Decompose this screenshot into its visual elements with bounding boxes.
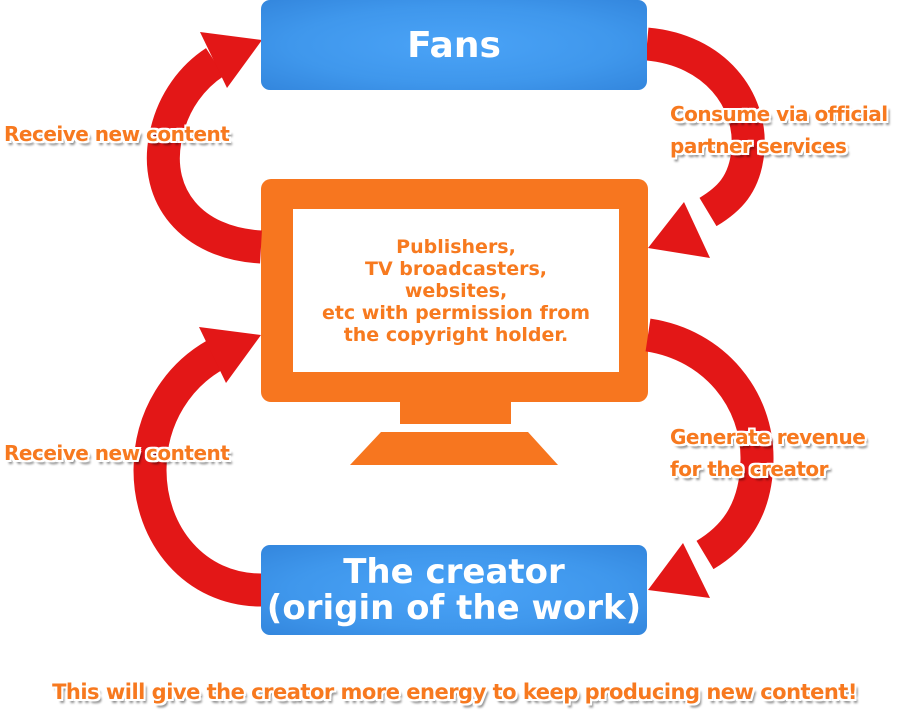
platforms-line: Publishers, bbox=[396, 235, 516, 258]
creator-subtitle: (origin of the work) bbox=[266, 588, 642, 628]
arrow-top-right-head bbox=[648, 202, 710, 258]
arrow-bottom-left-head bbox=[199, 327, 261, 383]
edge-label-bottom-right: Generate revenue for the creator bbox=[670, 421, 866, 485]
monitor-icon bbox=[261, 179, 648, 465]
arrow-top-right-shaft bbox=[644, 27, 765, 227]
monitor-neck bbox=[400, 401, 511, 424]
arrow-bottom-left bbox=[133, 327, 262, 607]
arrow-bottom-right-head bbox=[648, 543, 710, 598]
monitor-base bbox=[350, 432, 558, 465]
platforms-line: TV broadcasters, bbox=[365, 257, 547, 280]
creator-title: The creator bbox=[343, 552, 565, 592]
fans-node: Fans bbox=[261, 0, 647, 90]
edge-label-line: Receive new content bbox=[4, 441, 230, 465]
edge-label-line: Receive new content bbox=[4, 122, 230, 146]
edge-label-top-right: Consume via official partner services bbox=[670, 98, 888, 162]
fans-label: Fans bbox=[407, 24, 501, 66]
arrow-top-left-head bbox=[200, 32, 262, 88]
edge-label-bottom-left: Receive new content bbox=[4, 437, 230, 469]
footer-caption: This will give the creator more energy t… bbox=[52, 680, 857, 704]
edge-label-line: Generate revenue bbox=[670, 425, 866, 449]
platforms-line: etc with permission from bbox=[321, 301, 591, 324]
edge-label-line: Consume via official bbox=[670, 102, 888, 126]
monitor-screen bbox=[293, 209, 619, 372]
edge-label-line: partner services bbox=[670, 134, 847, 158]
arrow-top-right bbox=[644, 27, 765, 258]
arrow-bottom-right bbox=[644, 318, 774, 598]
platforms-line: websites, bbox=[404, 279, 508, 302]
platforms-node: Publishers, TV broadcasters, websites, e… bbox=[293, 209, 619, 372]
edge-label-line: for the creator bbox=[670, 457, 829, 481]
creator-node: The creator (origin of the work) bbox=[261, 545, 647, 635]
edge-label-top-left: Receive new content bbox=[4, 118, 230, 150]
arrow-top-left bbox=[146, 32, 263, 264]
platforms-line: the copyright holder. bbox=[343, 323, 569, 346]
arrow-bottom-left-shaft bbox=[133, 340, 262, 607]
arrow-top-left-shaft bbox=[146, 48, 263, 264]
arrow-bottom-right-shaft bbox=[644, 318, 774, 570]
